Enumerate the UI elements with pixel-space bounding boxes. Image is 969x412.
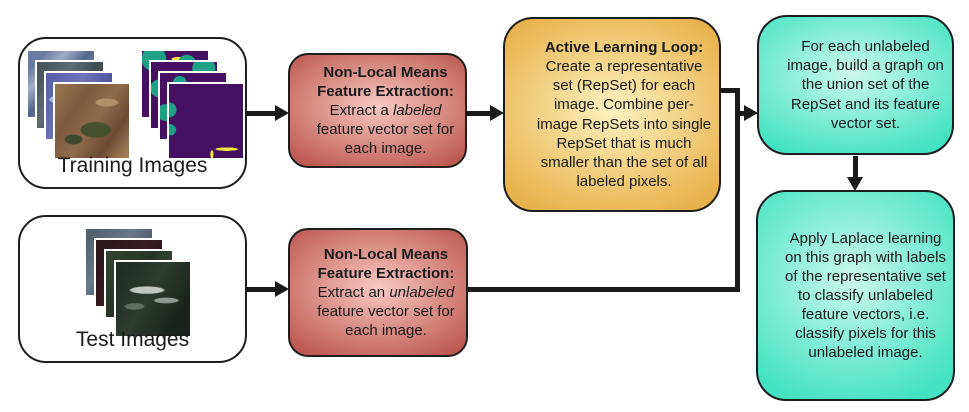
- node-feature-extraction-unlabeled: Non-Local Means Feature Extraction: Extr…: [288, 228, 468, 357]
- node-body: For each unlabeled image, build a graph …: [787, 38, 944, 132]
- node-body: Extract a labeled feature vector set for…: [316, 101, 455, 158]
- node-heading: Non-Local Means Feature Extraction:: [317, 63, 454, 100]
- arrowhead-icon: [490, 105, 504, 121]
- arrowhead-icon: [744, 105, 758, 121]
- arrow-merge-to-build-graph: [735, 111, 745, 116]
- connector-active-learning-output-line: [721, 88, 740, 93]
- satellite-image-thumbnail: [114, 260, 192, 338]
- node-laplace-learning: Apply Laplace learning on this graph wit…: [756, 190, 955, 401]
- label-map-thumbnail: [167, 82, 245, 160]
- training-images-label: Training Images: [57, 154, 208, 177]
- arrowhead-icon: [847, 177, 863, 191]
- arrow-training-to-extraction: [246, 111, 277, 116]
- node-heading: Non-Local Means Feature Extraction:: [317, 245, 455, 282]
- node-feature-extraction-labeled: Non-Local Means Feature Extraction: Extr…: [288, 53, 467, 168]
- arrow-build-graph-to-laplace: [853, 156, 858, 178]
- node-active-learning-loop: Active Learning Loop: Create a represent…: [503, 17, 721, 212]
- arrowhead-icon: [275, 105, 289, 121]
- arrow-test-to-extraction: [246, 287, 277, 292]
- connector-unlabeled-features-line: [466, 287, 740, 292]
- test-photo-stack: [84, 227, 194, 339]
- node-body: Extract an unlabeled feature vector set …: [317, 283, 455, 340]
- node-build-graph: For each unlabeled image, build a graph …: [757, 15, 954, 155]
- training-photo-stack: [26, 49, 136, 167]
- test-images-label: Test Images: [75, 328, 190, 351]
- node-body: Apply Laplace learning on this graph wit…: [785, 229, 946, 362]
- satellite-image-thumbnail: [53, 82, 131, 160]
- training-labelmap-stack: [140, 49, 246, 167]
- arrow-extraction-to-active-learning: [465, 111, 491, 116]
- connector-merge-line: [735, 88, 740, 292]
- node-test-images: Test Images: [18, 215, 247, 363]
- node-body: Create a representative set (RepSet) for…: [536, 58, 712, 190]
- node-training-images: Training Images: [18, 37, 247, 189]
- arrowhead-icon: [275, 281, 289, 297]
- node-heading: Active Learning Loop:: [544, 39, 704, 57]
